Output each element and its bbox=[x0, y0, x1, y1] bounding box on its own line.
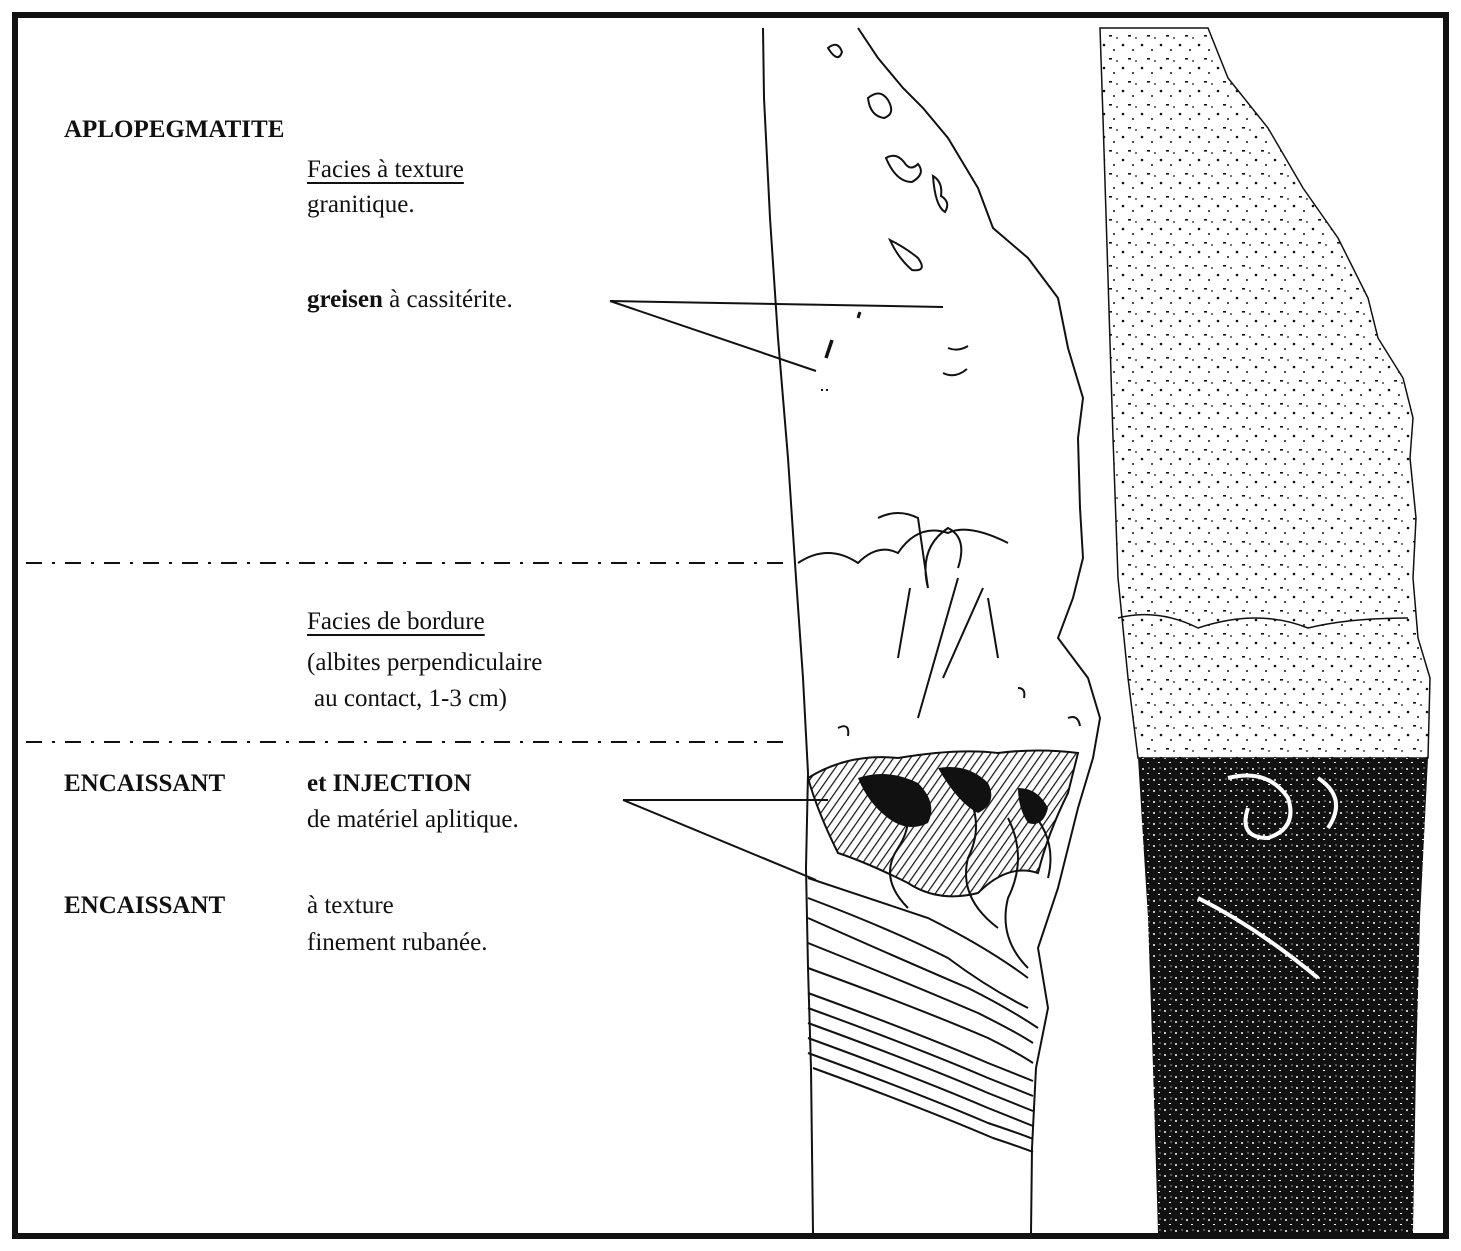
label-finement: finement rubanée. bbox=[307, 928, 487, 958]
leader-injection-b bbox=[623, 800, 816, 880]
label-encaissant-1: ENCAISSANT bbox=[64, 769, 225, 799]
core-photo-right bbox=[1100, 28, 1430, 1233]
inclusion bbox=[890, 240, 922, 270]
core-right-light bbox=[1100, 28, 1430, 758]
label-albites-2: au contact, 1-3 cm) bbox=[314, 684, 507, 714]
label-aplopegmatite: APLOPEGMATITE bbox=[64, 115, 284, 145]
leader-greisen-b bbox=[610, 301, 816, 371]
fracture bbox=[838, 688, 1080, 736]
core-sample-drawing bbox=[18, 18, 1443, 1233]
inclusion bbox=[886, 156, 921, 182]
core-drawing-left bbox=[763, 28, 1100, 1233]
core-left-outline bbox=[763, 28, 1100, 1233]
label-greisen-rest: à cassitérite. bbox=[383, 286, 513, 313]
label-greisen: greisen à cassitérite. bbox=[307, 285, 513, 315]
greisen-mark-3 bbox=[943, 346, 968, 375]
banding bbox=[808, 878, 1038, 1152]
inclusion bbox=[933, 176, 947, 212]
greisen-mark-1 bbox=[826, 340, 832, 358]
fracture bbox=[798, 530, 1008, 563]
inclusion bbox=[828, 45, 842, 57]
label-granitique: granitique. bbox=[307, 190, 415, 220]
label-injection: et INJECTION bbox=[307, 769, 472, 799]
label-facies-bordure: Facies de bordure bbox=[307, 607, 485, 637]
label-facies-texture: Facies à texture bbox=[307, 155, 464, 185]
label-encaissant-2: ENCAISSANT bbox=[64, 891, 225, 921]
fracture bbox=[898, 578, 998, 718]
label-greisen-bold: greisen bbox=[307, 286, 383, 313]
greisen-mark-2 bbox=[858, 312, 860, 318]
label-albites-1: (albites perpendiculaire bbox=[307, 648, 542, 678]
label-a-texture: à texture bbox=[307, 891, 394, 921]
figure-frame: APLOPEGMATITE Facies à texture granitiqu… bbox=[12, 12, 1449, 1239]
label-materiel: de matériel aplitique. bbox=[307, 805, 519, 835]
inclusion bbox=[868, 93, 891, 118]
